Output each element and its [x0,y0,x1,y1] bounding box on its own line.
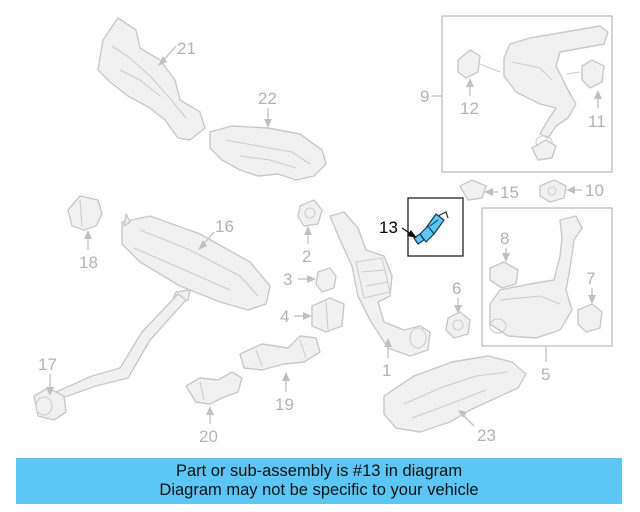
callout-4-label: 4 [280,307,289,326]
callout-10-label: 10 [585,181,604,200]
callout-21: 21 [158,39,196,66]
callout-1: 1 [382,338,392,380]
part-18-bracket [67,195,103,231]
part-7-hanger [577,303,603,333]
part-22-heat-shield [209,125,327,181]
callout-6: 6 [452,279,462,314]
exhaust-parts-diagram: 21 22 18 16 17 [33,15,613,446]
part-5-rear-muffler [489,215,583,339]
callout-20-label: 20 [199,427,218,446]
callout-6-label: 6 [452,279,461,298]
callout-18: 18 [79,230,98,272]
callout-20: 20 [199,406,218,446]
callout-15-label: 15 [500,183,519,202]
callout-2: 2 [302,226,312,266]
callout-11-label: 11 [588,112,606,131]
callout-8: 8 [500,229,510,262]
part-10-gasket [539,179,567,203]
callout-16: 16 [198,217,234,250]
part-13-sensor[interactable] [413,211,449,245]
callout-11: 11 [588,90,606,131]
part-19-hose [239,335,321,371]
callout-17: 17 [38,355,57,396]
callout-7: 7 [586,269,596,304]
callout-5-label: 5 [541,365,550,384]
group-box-9: 9 [420,15,613,173]
part-4-bracket [311,297,345,333]
callout-15: 15 [484,183,519,202]
callout-2-label: 2 [302,247,311,266]
banner-line-2: Diagram may not be specific to your vehi… [159,481,479,499]
callout-8-label: 8 [500,229,509,248]
part-21-heat-shield [97,17,206,141]
part-12-hanger [457,49,501,79]
part-20-hose [185,371,243,405]
part-2-gasket [297,199,323,227]
callout-10: 10 [566,181,604,200]
callout-17-label: 17 [38,355,57,374]
callout-9-label: 9 [420,87,429,106]
callout-19: 19 [275,372,294,414]
part-23-heat-shield [383,355,527,433]
callout-23-label: 23 [477,426,496,445]
callout-12: 12 [460,78,479,118]
callout-19-label: 19 [275,395,294,414]
callout-16-label: 16 [215,217,234,236]
part-15-gasket [459,179,487,201]
info-banner: Part or sub-assembly is #13 in diagram D… [16,458,622,504]
callout-13-label: 13 [379,218,398,237]
callout-13: 13 [379,218,417,238]
callout-3-label: 3 [283,270,292,289]
callout-22: 22 [258,89,277,128]
callout-22-label: 22 [258,89,277,108]
callout-1-label: 1 [382,361,391,380]
part-17-front-pipe [33,293,187,421]
callout-12-label: 12 [460,99,479,118]
callout-21-label: 21 [177,39,196,58]
part-11-hanger [565,59,605,89]
callout-18-label: 18 [79,253,98,272]
part-9-rear-muffler [503,25,609,161]
callout-23: 23 [458,410,496,445]
part-1-catalytic-converter [329,211,431,357]
part-16-muffler [121,213,271,311]
part-6-gasket [445,311,471,339]
callout-3: 3 [283,270,316,289]
callout-7-label: 7 [586,269,595,288]
callout-4: 4 [280,307,312,326]
part-3-insulator [315,267,337,293]
group-box-5: 5 [481,207,613,384]
part-8-hanger [489,261,519,289]
banner-line-1: Part or sub-assembly is #13 in diagram [175,462,463,480]
